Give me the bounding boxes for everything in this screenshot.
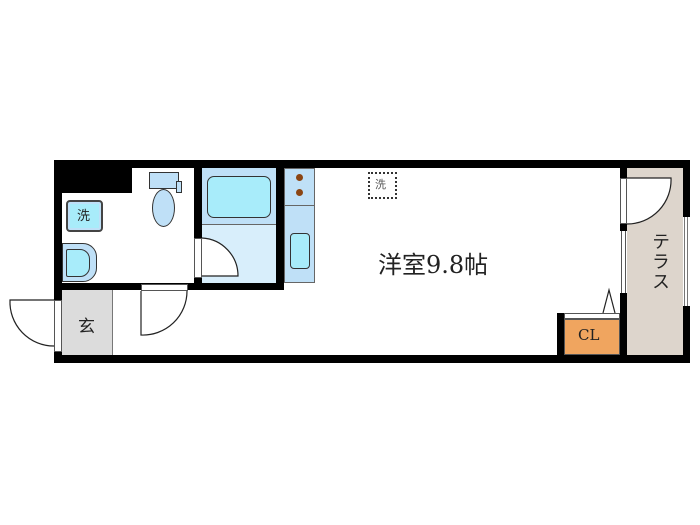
entrance-door-swing xyxy=(9,299,55,347)
kitchen-sink xyxy=(290,233,310,269)
bathroom-door-swing xyxy=(201,237,239,277)
terrace-wall-right-upper xyxy=(683,160,690,217)
terrace-door-frame xyxy=(620,178,627,224)
entrance-door-frame xyxy=(54,300,62,352)
terrace-label: テラス xyxy=(649,232,670,292)
washer-pan xyxy=(66,200,103,232)
closet xyxy=(564,319,620,355)
stove-burner-1 xyxy=(296,174,303,181)
terrace-wall-right-lower xyxy=(683,306,690,363)
closet-door-fold xyxy=(602,287,616,314)
washer-location-marker xyxy=(368,172,397,199)
entrance-label: 玄 xyxy=(78,317,95,337)
washroom-door-swing xyxy=(140,290,188,336)
terrace-door-swing xyxy=(626,177,672,225)
closet-top-trim xyxy=(564,313,620,319)
bathroom-wall-right xyxy=(276,168,284,290)
main-room-label: 洋室9.8帖 xyxy=(378,251,489,279)
room-right-wall-upper xyxy=(620,168,627,178)
closet-wall-left xyxy=(557,313,564,355)
bathtub xyxy=(207,176,271,218)
wall-left-lower xyxy=(54,352,62,363)
wall-left-upper xyxy=(54,160,62,300)
washer-label: 洗 xyxy=(77,209,91,224)
bathroom-door-frame xyxy=(194,238,202,278)
washer-location-label: 洗 xyxy=(375,178,386,191)
entrance-floor xyxy=(62,290,113,355)
wall-top xyxy=(54,160,690,168)
washroom-wall-right xyxy=(194,168,202,290)
stove-burner-2 xyxy=(296,189,303,196)
terrace-rail xyxy=(684,217,688,306)
wash-basin-bowl xyxy=(66,249,90,277)
terrace-window xyxy=(621,231,626,293)
kitchen-stove-divider xyxy=(284,205,315,206)
room-right-wall-mid xyxy=(620,224,627,231)
washroom-door-frame xyxy=(141,284,188,291)
toilet-tank xyxy=(149,172,179,189)
room-right-wall-lower xyxy=(620,293,627,355)
toilet-bowl xyxy=(152,189,175,227)
wall-corner-block xyxy=(54,160,132,193)
closet-label: CL xyxy=(578,326,600,344)
wall-bottom xyxy=(54,355,690,363)
toilet-handle xyxy=(176,181,182,193)
